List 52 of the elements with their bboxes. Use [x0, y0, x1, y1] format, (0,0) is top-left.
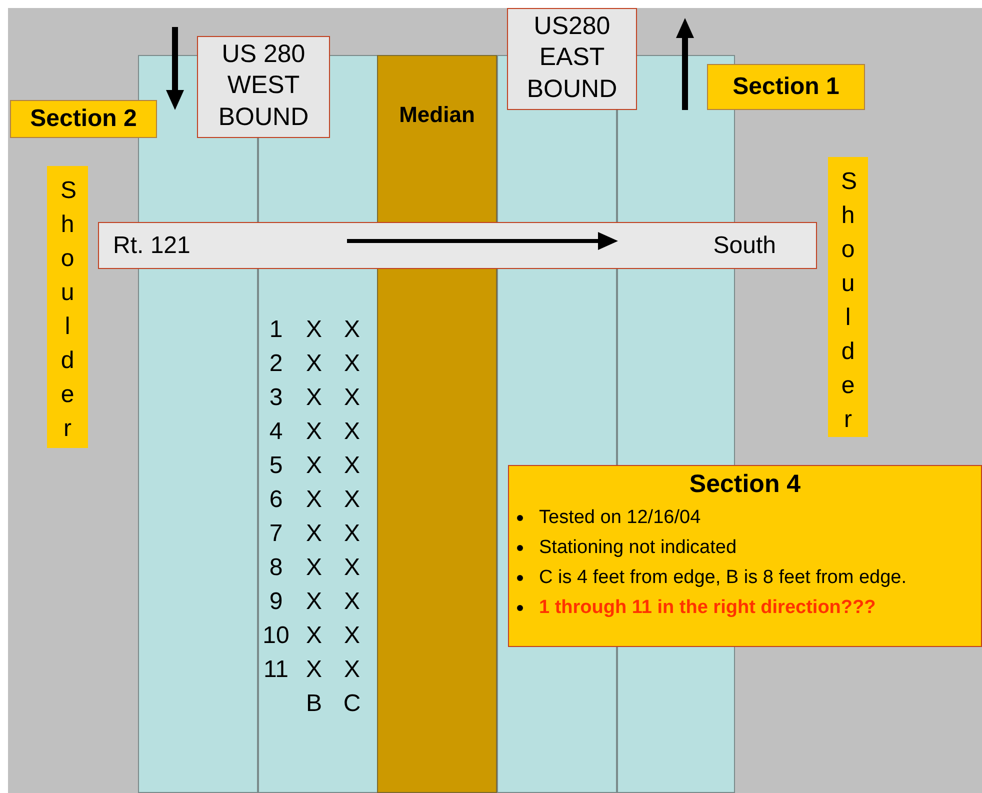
bullet-text: Stationing not indicated — [539, 536, 737, 560]
grid-mark: 3 — [268, 384, 284, 412]
grid-mark: X — [304, 384, 323, 412]
bullet-text: Tested on 12/16/04 — [539, 506, 701, 530]
bullet-text: C is 4 feet from edge, B is 8 feet from edge. — [539, 566, 907, 590]
grid-mark: X — [342, 384, 361, 412]
grid-mark: B — [304, 690, 323, 718]
grid-mark: X — [304, 452, 323, 480]
grid-mark: X — [304, 554, 323, 582]
grid-mark: 8 — [268, 554, 284, 582]
grid-mark: X — [304, 418, 323, 446]
shoulder-label: Shoulder — [828, 157, 868, 437]
grid-mark: 4 — [268, 418, 284, 446]
grid-mark: X — [342, 486, 361, 514]
grid-mark: 7 — [268, 520, 284, 548]
direction-label: South — [713, 232, 776, 260]
grid-mark: X — [342, 316, 361, 344]
grid-mark: 2 — [268, 350, 284, 378]
direction-sign: US 280 WEST BOUND — [197, 36, 330, 138]
grid-mark: X — [304, 622, 323, 650]
median-strip — [377, 55, 497, 793]
grid-mark: X — [304, 656, 323, 684]
grid-mark: X — [342, 656, 361, 684]
grid-mark: X — [304, 486, 323, 514]
road-name: Rt. 121 — [113, 232, 190, 260]
section-label: Section 2 — [10, 100, 157, 138]
grid-mark: X — [342, 452, 361, 480]
grid-mark: 1 — [268, 316, 284, 344]
bullet-text: 1 through 11 in the right direction??? — [539, 596, 876, 620]
note-box — [508, 465, 982, 647]
section-label: Section 1 — [707, 64, 865, 110]
grid-mark: 5 — [268, 452, 284, 480]
grid-mark: X — [342, 350, 361, 378]
grid-mark: C — [342, 690, 362, 718]
grid-mark: X — [304, 316, 323, 344]
grid-mark: X — [342, 588, 361, 616]
grid-mark: X — [342, 554, 361, 582]
grid-mark: 6 — [268, 486, 284, 514]
grid-mark: X — [304, 520, 323, 548]
median-label: Median — [399, 102, 475, 128]
grid-mark: X — [342, 418, 361, 446]
note-heading: Section 4 — [688, 470, 802, 499]
grid-mark: 10 — [262, 622, 290, 650]
grid-mark: X — [342, 622, 361, 650]
shoulder-label: Shoulder — [47, 166, 88, 448]
grid-mark: X — [342, 520, 361, 548]
grid-mark: X — [304, 588, 323, 616]
direction-sign: US280 EAST BOUND — [507, 8, 637, 110]
road-bar — [98, 222, 817, 269]
grid-mark: 11 — [262, 656, 290, 684]
grid-mark: 9 — [268, 588, 284, 616]
grid-mark: X — [304, 350, 323, 378]
